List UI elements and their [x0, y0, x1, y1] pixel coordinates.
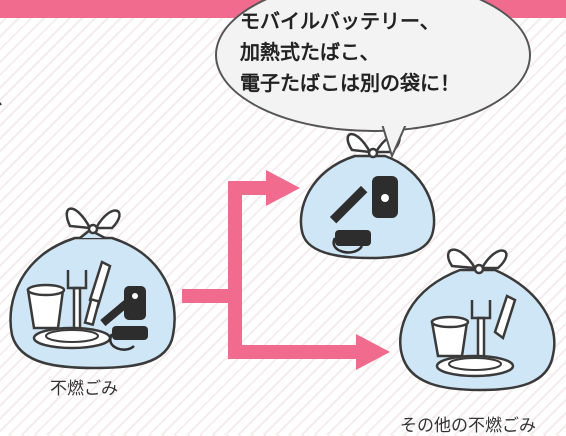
cup-icon-other	[430, 315, 470, 358]
arrow-right-icon	[182, 170, 390, 370]
cup-icon	[26, 283, 66, 330]
callout-line-3: 電子たばこは別の袋に！	[240, 71, 460, 95]
battery-icon-separate	[332, 230, 371, 254]
source-bag-label: 不燃ごみ	[50, 379, 118, 399]
knife-icon-other	[493, 294, 517, 341]
cigarette-icon-separate	[329, 176, 398, 224]
battery-icon	[109, 326, 148, 351]
other-bag-label: その他の不燃ごみ	[400, 416, 536, 436]
callout-line-2: 加熱式たばこ、	[240, 40, 380, 64]
callout-line-1: モバイルバッテリー、	[240, 9, 440, 33]
knife-icon	[83, 260, 112, 327]
callout-text: モバイルバッテリー、 加熱式たばこ、 電子たばこは別の袋に！	[230, 6, 520, 99]
callout-tail	[380, 120, 420, 159]
plate-icon	[32, 326, 112, 350]
callout-bubble	[215, 0, 531, 132]
cigarette-icon	[100, 286, 146, 327]
plate-icon-other	[435, 354, 515, 378]
